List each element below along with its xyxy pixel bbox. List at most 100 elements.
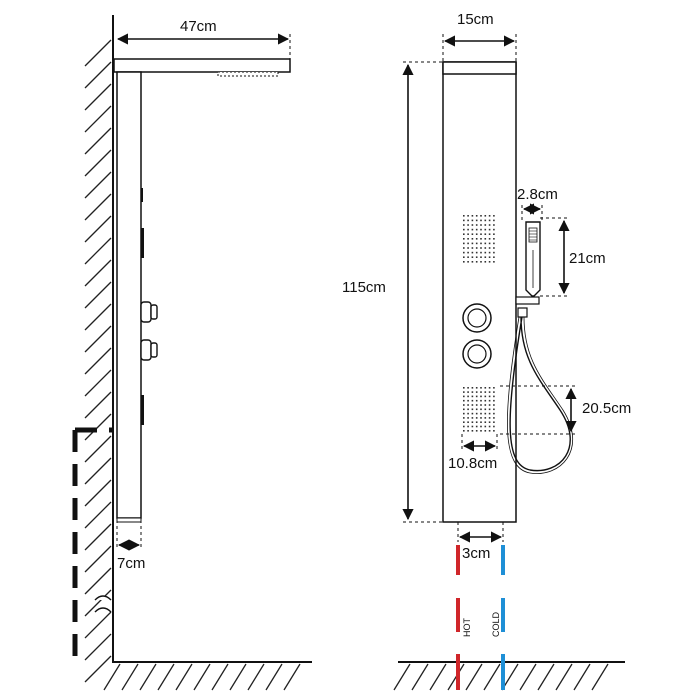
rain-head-front [442, 61, 517, 75]
jet-nozzle [484, 391, 487, 393]
jet-nozzle [480, 228, 482, 231]
jet-nozzle [493, 242, 495, 245]
floor-hatch-line [393, 663, 411, 691]
jet-nozzle [484, 408, 487, 411]
jet-nozzle [488, 404, 491, 406]
jet-nozzle [463, 251, 465, 254]
floor-hatch-line [537, 663, 555, 691]
jet-nozzle [488, 395, 491, 398]
floor-hatch-line [591, 663, 609, 691]
wall-hatch-line [84, 611, 112, 639]
jet-nozzle [484, 215, 487, 217]
jet-nozzle [480, 404, 482, 406]
jet-nozzle [471, 412, 474, 415]
jet-nozzle [467, 404, 469, 406]
jet-nozzle [467, 261, 469, 263]
jet-nozzle [475, 404, 478, 406]
jet-nozzle [484, 256, 487, 258]
jet-nozzle [467, 430, 469, 432]
dim-label-47: 47cm [180, 18, 217, 35]
jet-nozzle [488, 408, 491, 411]
jet-nozzle [488, 417, 491, 419]
wall-hatch-line [84, 281, 112, 309]
jet-nozzle [493, 219, 495, 222]
jet-nozzle [484, 233, 487, 235]
jet-nozzle [467, 408, 469, 411]
jet-nozzle [467, 247, 469, 249]
jet-nozzle [493, 251, 495, 254]
jet-nozzle [484, 228, 487, 231]
jet-nozzle [480, 395, 482, 398]
upper-jets-grid [463, 215, 495, 263]
jet-nozzle [475, 261, 478, 263]
jet-nozzle [493, 261, 495, 263]
jet-nozzle [467, 215, 469, 217]
jet-nozzle [484, 261, 487, 263]
jet-nozzle [484, 242, 487, 245]
jet-nozzle [471, 395, 474, 398]
jet-nozzle [493, 215, 495, 217]
jet-nozzle [475, 417, 478, 419]
jet-nozzle [488, 233, 491, 235]
jet-nozzle [480, 251, 482, 254]
wall-hatch-line [84, 215, 112, 243]
wall-hatch-line [84, 457, 112, 485]
jet-nozzle [463, 408, 465, 411]
jet-nozzle [471, 425, 474, 428]
wall-hatch-line [84, 303, 112, 331]
jet-nozzle [471, 421, 474, 423]
jet-nozzle [463, 238, 465, 240]
jet-nozzle [467, 242, 469, 245]
jet-nozzle [480, 391, 482, 393]
jet-nozzle [480, 219, 482, 222]
jet-nozzle [480, 242, 482, 245]
jet-nozzle [471, 242, 474, 245]
jet-nozzle [493, 233, 495, 235]
jet-nozzle [484, 224, 487, 226]
jet-nozzle [471, 417, 474, 419]
dim-label-7: 7cm [117, 555, 145, 572]
floor-hatch-line [157, 663, 175, 691]
jet-nozzle [463, 425, 465, 428]
jet-nozzle [475, 251, 478, 254]
jet-nozzle [480, 215, 482, 217]
jet-nozzle [471, 228, 474, 231]
jet-nozzle [471, 408, 474, 411]
jet-nozzle [471, 404, 474, 406]
jet-nozzle [475, 233, 478, 235]
jet-nozzle [471, 430, 474, 432]
floor-hatch-line [247, 663, 265, 691]
floor-hatch-line [411, 663, 429, 691]
jet-nozzle [463, 387, 465, 389]
wall-pipe-dashed [72, 427, 112, 662]
side-bracket [141, 188, 143, 202]
jet-nozzle [493, 387, 495, 389]
jet-nozzle [480, 417, 482, 419]
jet-nozzle [488, 425, 491, 428]
jet-nozzle [488, 215, 491, 217]
floor-hatch-line [139, 663, 157, 691]
wall-hatch-line [84, 149, 112, 177]
dim-label-10-8: 10.8cm [448, 455, 497, 472]
jet-nozzle [480, 256, 482, 258]
jet-nozzle [471, 238, 474, 240]
jet-nozzle [484, 421, 487, 423]
jet-nozzle [480, 233, 482, 235]
dim-label-21: 21cm [569, 250, 606, 267]
jet-nozzle [463, 404, 465, 406]
jet-nozzle [480, 261, 482, 263]
wall-hatch-line [84, 39, 112, 67]
jet-nozzle [493, 417, 495, 419]
thermostat-knob [462, 303, 492, 333]
jet-nozzle [488, 242, 491, 245]
jet-nozzle [475, 215, 478, 217]
jet-nozzle [484, 251, 487, 254]
dim-label-15: 15cm [457, 11, 494, 28]
floor-hatch-line [283, 663, 301, 691]
jet-nozzle [488, 430, 491, 432]
jet-nozzle [471, 215, 474, 217]
jet-nozzle [488, 224, 491, 226]
hand-shower [525, 221, 541, 297]
jet-nozzle [484, 399, 487, 402]
jet-nozzle [493, 238, 495, 240]
